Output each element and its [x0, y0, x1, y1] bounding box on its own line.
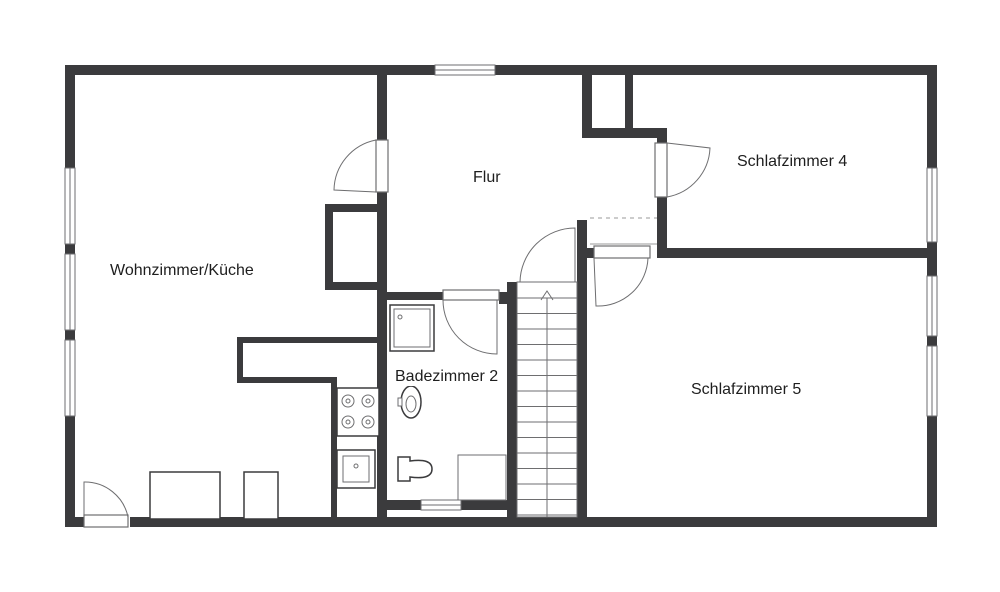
- door-living: [375, 139, 389, 193]
- bathroom: [389, 304, 507, 501]
- door-bath: [442, 289, 500, 301]
- cooktop: [336, 387, 380, 437]
- bath-cabinet: [457, 454, 507, 501]
- staircase: [516, 281, 578, 518]
- cabinet-2: [243, 471, 279, 520]
- door-entrance: [83, 514, 129, 528]
- windows: [64, 64, 938, 511]
- door-bed4: [654, 142, 668, 198]
- doors: [83, 139, 711, 528]
- door-bed5: [593, 245, 651, 259]
- room-label-bath2: Badezimmer 2: [394, 368, 500, 386]
- room-label-hall: Flur: [473, 169, 501, 186]
- room-label-bed4: Schlafzimmer 4: [737, 153, 848, 170]
- kitchen: [149, 387, 380, 520]
- toilet: [397, 456, 433, 482]
- stair-arrow: [540, 290, 554, 301]
- room-label-living: Wohnzimmer/Küche: [110, 262, 254, 279]
- room-label-bed5: Schlafzimmer 5: [691, 381, 802, 398]
- door-stair-arc: [519, 227, 576, 283]
- cabinet-1: [149, 471, 221, 520]
